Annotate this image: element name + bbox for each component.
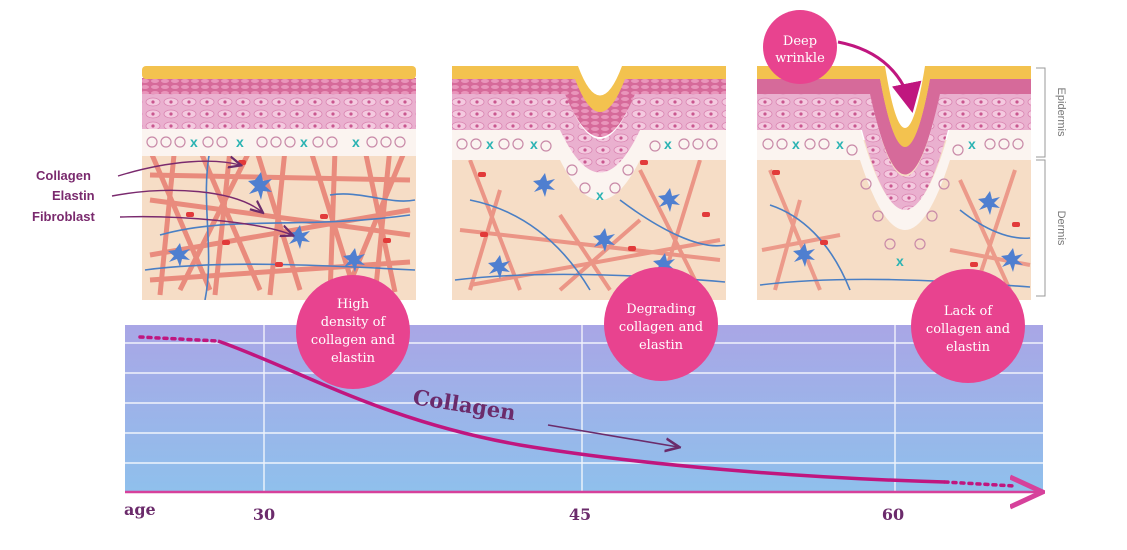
- axis-label-age: age: [124, 500, 156, 519]
- svg-text:x: x: [300, 134, 308, 150]
- label-collagen: Collagen: [36, 168, 91, 183]
- svg-text:x: x: [486, 136, 494, 152]
- svg-text:x: x: [896, 253, 904, 269]
- curve-dotted-start: [138, 335, 220, 343]
- svg-text:x: x: [236, 134, 244, 150]
- svg-text:x: x: [596, 187, 604, 203]
- collagen-fibers: [147, 144, 411, 297]
- label-elastin: Elastin: [52, 188, 95, 203]
- svg-text:x: x: [792, 136, 800, 152]
- epidermis-layer: [142, 93, 416, 129]
- svg-text:x: x: [530, 136, 538, 152]
- stage-2-line-2: collagen and: [619, 320, 703, 335]
- tick-30: 30: [253, 505, 275, 524]
- stage-1-line-1: High: [337, 297, 370, 312]
- stage-1-line-2: density of: [321, 315, 387, 330]
- deep-wrinkle-arrow: [837, 40, 922, 113]
- label-fibroblast: Fibroblast: [32, 209, 96, 224]
- layer-brackets: [1036, 67, 1046, 297]
- stage-3-line-1: Lack of: [944, 304, 994, 319]
- svg-text:x: x: [968, 136, 976, 152]
- deep-wrinkle-text-2: wrinkle: [775, 51, 825, 66]
- curve-dotted-end: [943, 480, 1017, 488]
- deep-wrinkle-text-1: Deep: [783, 34, 817, 49]
- curve-label-arrow: [547, 424, 678, 447]
- stage-bubble-2: Degrading collagen and elastin: [604, 267, 718, 381]
- skin-panel-middle: x x x x: [452, 66, 726, 300]
- chart-background: [125, 325, 1043, 492]
- stage-2-line-3: elastin: [639, 338, 684, 353]
- stage-1-line-4: elastin: [331, 351, 376, 366]
- stage-bubble-1: High density of collagen and elastin: [296, 275, 410, 389]
- deep-wrinkle-bubble: [763, 10, 837, 84]
- basal-cells: [146, 136, 406, 148]
- basal-layer: [142, 128, 416, 156]
- label-epidermis: Epidermis: [1055, 88, 1067, 137]
- anatomy-labels: Collagen Elastin Fibroblast: [32, 168, 96, 224]
- svg-text:x: x: [190, 134, 198, 150]
- label-dermis: Dermis: [1055, 211, 1067, 246]
- svg-text:x: x: [664, 136, 672, 152]
- collagen-curve: [217, 339, 946, 484]
- skin-surface: [142, 66, 416, 79]
- label-arrows: [111, 161, 292, 235]
- svg-text:x: x: [836, 136, 844, 152]
- stage-2-line-1: Degrading: [626, 302, 696, 317]
- tick-45: 45: [569, 505, 591, 524]
- elastin-fibers: [144, 149, 416, 300]
- tick-60: 60: [882, 505, 904, 524]
- collagen-age-chart: Collagen age 30 45 60: [124, 325, 1043, 524]
- deep-wrinkle-callout: Deep wrinkle: [763, 10, 922, 113]
- stage-bubble-3: Lack of collagen and elastin: [911, 269, 1025, 383]
- fibroblast-cells: [168, 172, 365, 272]
- stage-3-line-3: elastin: [946, 340, 991, 355]
- stage-3-line-2: collagen and: [926, 322, 1010, 337]
- skin-panel-old: x x x x: [757, 66, 1031, 300]
- stage-1-line-3: collagen and: [311, 333, 395, 348]
- svg-text:x: x: [352, 134, 360, 150]
- chart-gridlines: [125, 325, 1043, 492]
